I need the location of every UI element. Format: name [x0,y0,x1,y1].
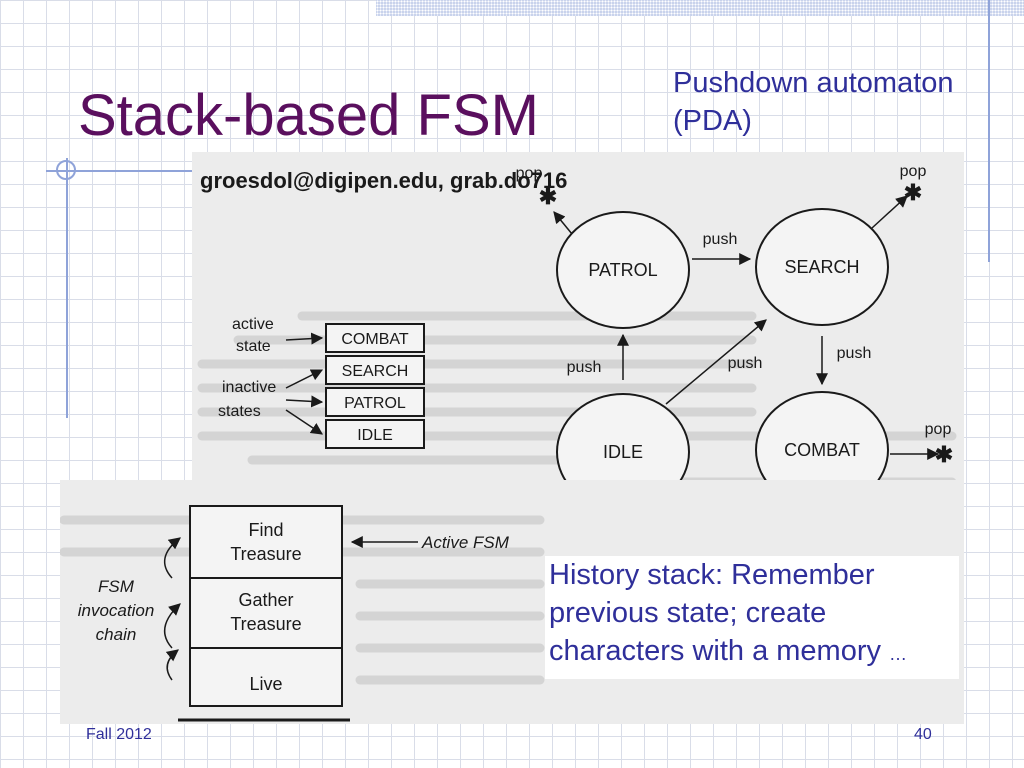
history-stack-caption: History stack: Remember previous state; … [545,556,959,679]
stack-inactive-label-1: inactive [222,379,276,396]
side-label-3: chain [96,625,137,644]
invocation-chain-arrows [163,537,181,681]
stack-item-line2: Treasure [230,544,301,564]
subtitle-line-1: Pushdown automaton [673,67,954,99]
left-accent-line [66,158,68,418]
top-decoration-bar [376,0,1024,16]
state-idle-label: IDLE [603,442,643,462]
stack-item: COMBAT [341,331,408,348]
stack-active-label-2: state [236,338,271,355]
state-search: SEARCH [755,208,889,326]
label-push-search-combat: push [837,345,872,362]
stack-item: PATROL [344,395,406,412]
pop-star-icon: ✱ [935,442,953,467]
stack-item-line1: Find [248,520,283,540]
caption-ellipsis: … [889,644,908,664]
slide-number: 40 [914,726,932,743]
state-combat: COMBAT [755,391,889,488]
pop-star-icon: ✱ [539,184,557,209]
label-pop-search: pop [900,163,927,180]
state-patrol-label: PATROL [588,260,657,280]
pop-star-icon: ✱ [904,180,922,205]
side-label-2: invocation [78,601,155,620]
state-patrol: PATROL [556,211,690,329]
right-accent-line [988,0,990,262]
active-fsm-label: Active FSM [421,533,510,552]
label-push-idle-search: push [728,355,763,372]
state-stack: COMBAT SEARCH PATROL IDLE [325,323,425,449]
stack-item: IDLE [357,427,393,444]
stack-item: SEARCH [342,363,409,380]
state-combat-label: COMBAT [784,440,860,460]
subtitle-line-2: (PDA) [673,105,752,137]
stack-pointer-arrows [285,332,324,435]
label-pop-combat: pop [925,421,952,438]
invocation-stack: Find Treasure Gather Treasure Live [178,505,350,722]
caption-text: History stack: Remember previous state; … [549,559,890,667]
state-search-label: SEARCH [784,257,859,277]
stack-item-line2: Treasure [230,614,301,634]
slide-title: Stack-based FSM [78,83,539,148]
label-pop-patrol: pop [516,165,543,182]
accent-circle [56,160,76,180]
pda-diagram: groesdol@digipen.edu, grab.do716 PATROL … [192,152,964,488]
stack-item-line1: Gather [238,590,293,610]
label-push-idle-patrol: push [567,359,602,376]
transition-arrows [553,195,940,460]
stack-item-line1: Live [249,674,282,694]
bg-email-text: groesdol@digipen.edu, grab.do716 [200,168,567,193]
stack-inactive-label-2: states [218,403,261,420]
footer-date: Fall 2012 [86,726,152,743]
label-push-patrol-search: push [703,231,738,248]
side-label-1: FSM [98,577,135,596]
subtitle: Pushdown automaton (PDA) [673,64,1013,140]
state-idle: IDLE [556,393,690,488]
stack-active-label-1: active [232,316,274,333]
